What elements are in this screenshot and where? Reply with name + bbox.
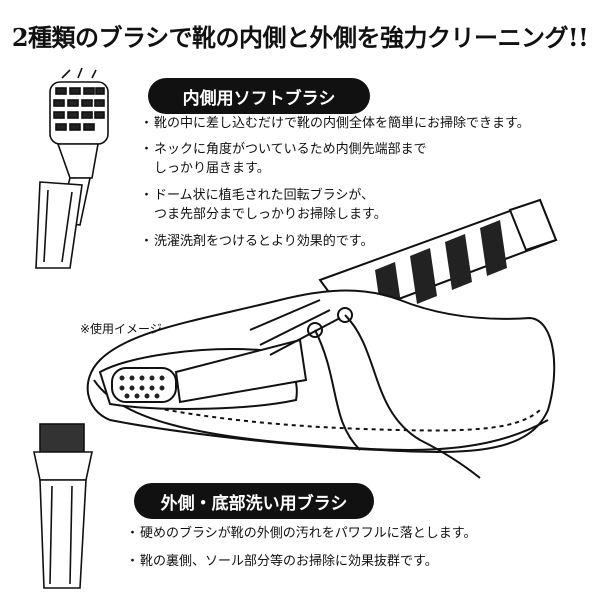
- inner-bullet-2: ・ネックに角度がついているため内側先端部まで: [140, 142, 427, 157]
- outer-brush-title: 外側・底部洗い用ブラシ: [134, 483, 374, 519]
- usage-note: ※使用イメージ: [80, 322, 162, 336]
- inner-bullet-4: ・洗濯洗剤をつけるとより効果的です。: [140, 234, 374, 249]
- inner-bullet-2-cont: しっかり届きます。: [154, 161, 270, 176]
- shoe-illustration: [86, 198, 558, 479]
- outer-brush-illustration: [33, 423, 93, 589]
- outer-bullet-2: ・靴の裏側、ソール部分等のお掃除に効果抜群です。: [126, 554, 438, 569]
- headline: 2種類のブラシで靴の内側と外側を強力クリーニング!!: [11, 23, 589, 52]
- inner-bullet-3-cont: つま先部分までしっかりお掃除します。: [154, 207, 387, 222]
- inner-brush-illustration: [35, 67, 109, 269]
- inner-bullet-1: ・靴の中に差し込むだけで靴の内側全体を簡単にお掃除できます。: [140, 116, 530, 131]
- inner-brush-title: 内側用ソフトブラシ: [148, 78, 370, 114]
- inner-bullet-3: ・ドーム状に植毛された回転ブラシが、: [140, 188, 375, 203]
- outer-bullet-1: ・硬めのブラシが靴の外側の汚れをパワフルに落とします。: [126, 526, 477, 541]
